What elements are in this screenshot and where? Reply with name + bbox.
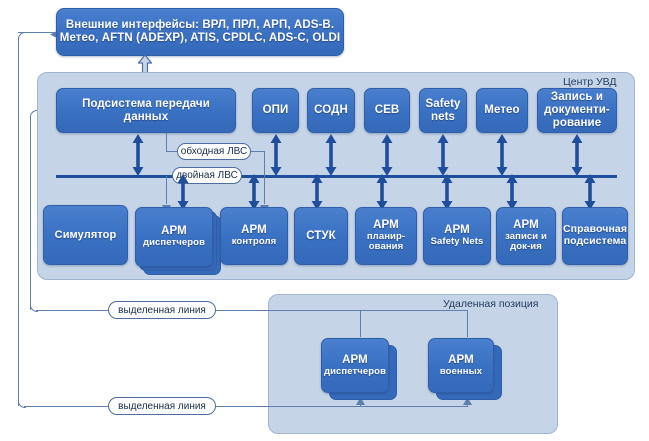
arrow-bus-to-arm-planning xyxy=(375,174,389,210)
arrow-bus-to-reference-subsystem xyxy=(583,174,597,210)
bypass-lan-tee-down xyxy=(166,176,167,204)
remote-lower-horizontal xyxy=(268,406,468,407)
node-arm-recording-line2: записи и xyxy=(505,230,547,242)
node-simulator-label: Симулятор xyxy=(54,228,117,241)
route-inner-left-vertical xyxy=(30,116,31,310)
bypass-lan-left-drop xyxy=(166,133,167,151)
pill-bypass-lan[interactable]: обходная ЛВС xyxy=(177,143,251,160)
arrow-bus-to-arm-safety-nets xyxy=(440,174,454,210)
bypass-lan-top-horizontal xyxy=(166,151,178,152)
node-arm-dispatchers[interactable]: АРМ диспетчеров xyxy=(135,207,213,267)
external-interfaces-box[interactable]: Внешние интерфейсы: ВРЛ, ПРЛ, АРП, ADS-B… xyxy=(56,8,344,56)
node-safety-nets-line2: nets xyxy=(430,110,456,123)
node-arm-recording-line3: док-ия xyxy=(510,241,542,253)
node-sodn-label: СОДН xyxy=(314,104,348,117)
route-inner-top-corner xyxy=(30,110,38,118)
bypass-lan-tee-down-2 xyxy=(264,176,265,204)
route-outer-bottom-horizontal xyxy=(24,406,110,407)
node-recording-line2: документи- xyxy=(544,104,610,117)
bypass-lan-right-horizontal xyxy=(250,151,264,152)
arrow-meteo-to-bus xyxy=(495,134,509,176)
route-outer-top-horizontal xyxy=(18,32,56,33)
route-outer-left-vertical xyxy=(18,38,19,406)
node-simulator[interactable]: Симулятор xyxy=(43,205,128,265)
node-arm-planning-line3: ования xyxy=(368,241,404,253)
node-recording-line3: рование xyxy=(552,116,602,129)
node-arm-safety-nets-line2: Safety Nets xyxy=(430,236,484,248)
node-arm-dispatchers-remote[interactable]: АРМ диспетчеров xyxy=(321,338,389,393)
node-arm-safety-nets[interactable]: АРМ Safety Nets xyxy=(423,207,491,265)
remote-down-to-military xyxy=(467,310,468,337)
node-arm-control[interactable]: АРМ контроля xyxy=(220,207,288,265)
node-arm-military[interactable]: АРМ военных xyxy=(428,338,494,393)
arrow-safety-nets-to-bus xyxy=(436,134,450,176)
pill-dual-lan[interactable]: двойная ЛВС xyxy=(172,167,242,184)
route-inner-bottom-horizontal xyxy=(36,310,110,311)
node-opi[interactable]: ОПИ xyxy=(252,88,299,133)
node-arm-military-line1: АРМ xyxy=(448,353,474,366)
node-arm-planning[interactable]: АРМ планир- ования xyxy=(355,207,417,265)
remote-panel-label: Удаленная позиция xyxy=(443,298,539,310)
node-recording-line1: Запись и xyxy=(550,91,604,104)
external-interfaces-line2: Метео, AFTN (ADEXP), ATIS, CPDLC, ADS-C,… xyxy=(59,32,341,44)
remote-down-to-dispatchers xyxy=(360,310,361,337)
node-recording[interactable]: Запись и документи- рование xyxy=(537,88,617,133)
node-arm-planning-line1: АРМ xyxy=(373,218,399,231)
remote-panel xyxy=(268,294,558,434)
node-sev-label: СЕВ xyxy=(374,104,400,117)
node-arm-dispatchers-remote-line1: АРМ xyxy=(342,353,368,366)
transfer-line1: Подсистема передачи xyxy=(82,97,210,110)
node-safety-nets-line1: Safety xyxy=(425,97,461,110)
arrow-sodn-to-bus xyxy=(324,134,338,176)
bypass-lan-right-drop xyxy=(264,151,265,176)
arrow-bus-to-stuk xyxy=(310,174,324,210)
arrow-sev-to-bus xyxy=(380,134,394,176)
node-meteo-label: Метео xyxy=(484,104,520,117)
dual-lan-bus-line xyxy=(56,175,617,178)
node-arm-control-line2: контроля xyxy=(231,236,277,248)
transfer-line2: данных xyxy=(123,110,169,123)
node-safety-nets[interactable]: Safety nets xyxy=(419,88,467,133)
arrow-bus-to-arm-dispatchers xyxy=(176,174,190,210)
node-reference-subsystem[interactable]: Справочная подсистема xyxy=(562,207,628,265)
node-reference-line2: подсистема xyxy=(563,235,627,247)
arrow-bus-to-arm-recording xyxy=(505,174,519,210)
node-arm-military-line2: военных xyxy=(439,365,483,377)
arrowhead-remote-dispatchers-up xyxy=(356,392,365,410)
data-transfer-subsystem-box[interactable]: Подсистема передачи данных xyxy=(56,88,236,133)
node-arm-dispatchers-line1: АРМ xyxy=(161,225,187,238)
node-arm-dispatchers-line2: диспетчеров xyxy=(142,237,206,249)
external-interfaces-line1: Внешние интерфейсы: ВРЛ, ПРЛ, АРП, ADS-B… xyxy=(65,19,335,32)
node-sodn[interactable]: СОДН xyxy=(307,88,355,133)
node-arm-recording-line1: АРМ xyxy=(513,218,539,231)
route-outer-bottom-corner xyxy=(18,400,26,408)
arrow-transfer-to-bus xyxy=(131,134,145,176)
node-stuk-label: СТУК xyxy=(306,229,336,242)
node-arm-safety-nets-line1: АРМ xyxy=(444,224,470,237)
route-outer-top-corner xyxy=(18,32,26,40)
node-arm-dispatchers-remote-line2: диспетчеров xyxy=(323,365,387,377)
node-opi-label: ОПИ xyxy=(262,104,289,117)
remote-upper-horizontal xyxy=(268,310,468,311)
dedicated-line-upper-pill[interactable]: выделенная линия xyxy=(108,301,216,319)
center-panel-label: Центр УВД xyxy=(563,76,617,88)
node-arm-recording[interactable]: АРМ записи и док-ия xyxy=(496,207,556,265)
arrowhead-remote-military-up xyxy=(463,392,472,410)
node-arm-control-line1: АРМ xyxy=(241,224,267,237)
arrow-recording-to-bus xyxy=(570,134,584,176)
route-inner-bottom-corner xyxy=(30,304,38,312)
node-arm-planning-line2: планир- xyxy=(366,230,406,242)
node-sev[interactable]: СЕВ xyxy=(364,88,410,133)
node-reference-line1: Справочная xyxy=(563,223,628,236)
arrow-opi-to-bus xyxy=(269,134,283,176)
arrow-bus-to-arm-control xyxy=(247,174,261,210)
node-stuk[interactable]: СТУК xyxy=(294,207,348,265)
dedicated-line-lower-pill[interactable]: выделенная линия xyxy=(108,397,216,415)
node-meteo[interactable]: Метео xyxy=(476,88,528,133)
